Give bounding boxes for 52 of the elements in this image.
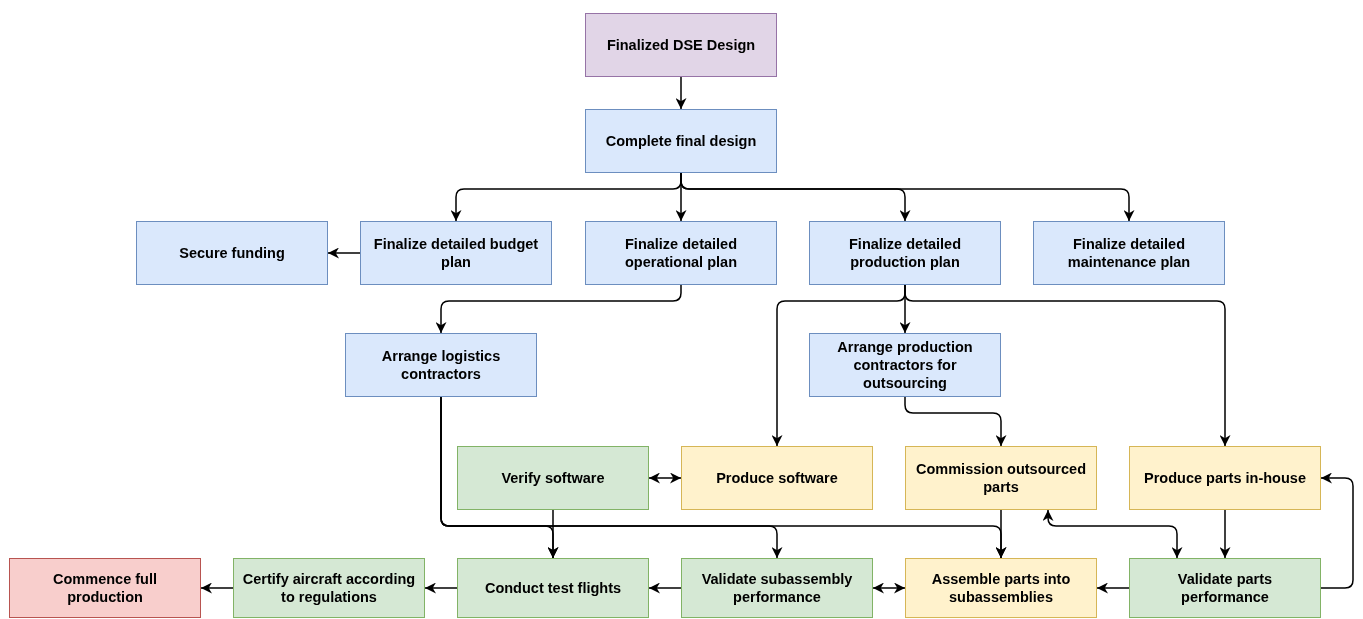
process-box <box>136 221 328 285</box>
process-box <box>585 221 777 285</box>
process-box <box>1129 558 1321 618</box>
process-box <box>681 558 873 618</box>
node-label: Produce parts in-house <box>1144 469 1306 487</box>
process-box <box>360 221 552 285</box>
process-box <box>1129 446 1321 510</box>
node-label: Produce software <box>716 469 838 487</box>
arrow <box>995 509 1007 559</box>
process-box <box>1033 221 1225 285</box>
node-label: Assemble parts into subassemblies <box>930 570 1072 606</box>
arrow <box>1096 582 1130 594</box>
arrow <box>327 247 361 259</box>
node-label: Finalize detailed operational plan <box>624 235 738 271</box>
process-box <box>233 558 425 618</box>
node-label: Certify aircraft according to regulations <box>241 570 417 606</box>
node-label: Arrange production contractors for outsourcing <box>836 338 974 392</box>
node-label: Validate parts performance <box>1176 570 1274 606</box>
node-label: Finalize detailed budget plan <box>372 235 540 271</box>
arrow <box>904 284 1231 447</box>
process-box <box>9 558 201 618</box>
process-box <box>345 333 537 397</box>
arrow <box>648 582 682 594</box>
process-box <box>905 558 1097 618</box>
process-box <box>457 446 649 510</box>
node-label: Finalize detailed maintenance plan <box>1066 235 1192 271</box>
arrow <box>547 509 559 559</box>
process-box <box>585 13 777 77</box>
process-box <box>809 333 1001 397</box>
node-label: Secure funding <box>179 244 285 262</box>
process-box <box>681 446 873 510</box>
node-label: Commence full production <box>52 570 158 606</box>
process-box <box>905 446 1097 510</box>
arrow <box>648 472 682 484</box>
node-label: Complete final design <box>605 132 757 150</box>
process-box <box>457 558 649 618</box>
node-label: Conduct test flights <box>484 579 622 597</box>
arrow <box>200 582 234 594</box>
node-label: Commission outsourced parts <box>915 460 1087 496</box>
node-label: Finalized DSE Design <box>606 36 756 54</box>
node-label: Validate subassembly performance <box>700 570 854 606</box>
arrow <box>424 582 458 594</box>
node-label: Verify software <box>501 469 605 487</box>
node-label: Finalize detailed production plan <box>848 235 962 271</box>
process-box <box>809 221 1001 285</box>
arrow <box>675 76 687 110</box>
node-label: Arrange logistics contractors <box>380 347 502 383</box>
process-box <box>585 109 777 173</box>
arrow <box>1320 472 1354 589</box>
arrow <box>1219 509 1231 559</box>
arrow <box>872 582 906 594</box>
arrow <box>1042 509 1183 559</box>
